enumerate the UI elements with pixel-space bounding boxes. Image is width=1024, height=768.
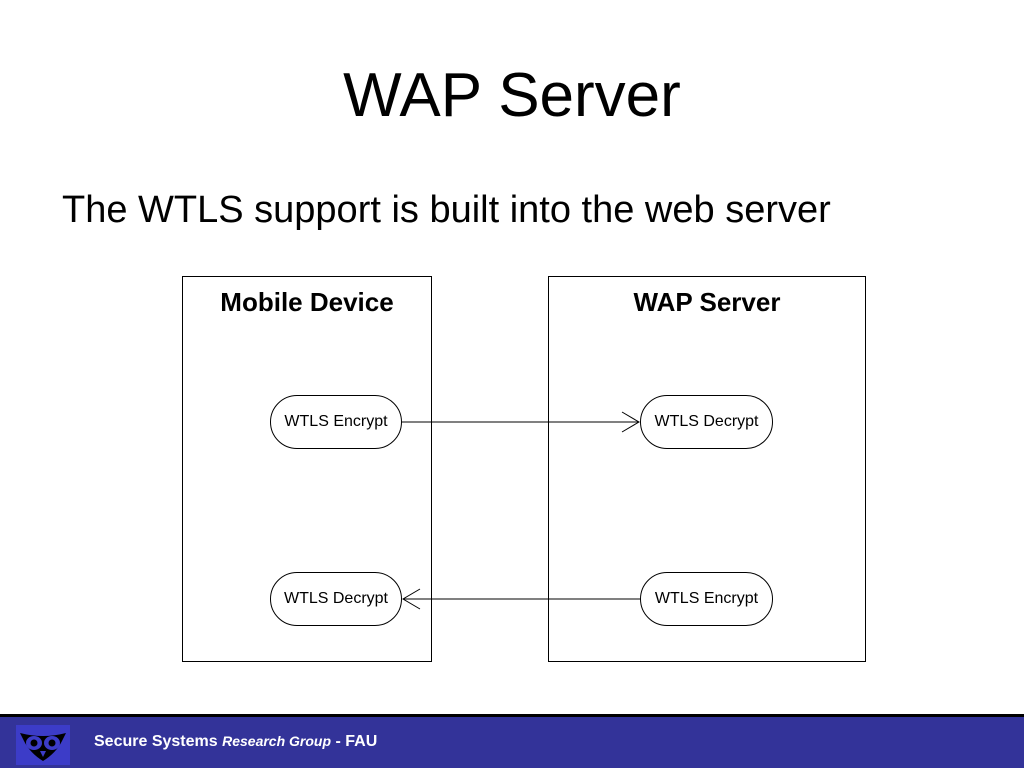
slide-title: WAP Server bbox=[343, 61, 681, 130]
owl-logo-icon bbox=[16, 725, 70, 765]
wap-server-label: WAP Server bbox=[633, 287, 781, 317]
footer-text: Secure Systems Research Group - FAU bbox=[94, 731, 377, 752]
mobile-device-label: Mobile Device bbox=[220, 287, 394, 317]
bullet-text: The WTLS support is built into the web s… bbox=[62, 189, 831, 231]
mobile-wtls-encrypt-node: WTLS Encrypt bbox=[270, 395, 402, 449]
server-wtls-decrypt-node: WTLS Decrypt bbox=[640, 395, 773, 449]
footer-group-subtitle: Research Group bbox=[222, 733, 332, 749]
footer-institution: FAU bbox=[345, 733, 378, 750]
footer-separator: - bbox=[331, 733, 346, 750]
mobile-wtls-decrypt-node: WTLS Decrypt bbox=[270, 572, 402, 626]
footer-group-name: Secure Systems bbox=[94, 733, 218, 750]
footer-bar: Secure Systems Research Group - FAU bbox=[0, 714, 1024, 768]
server-wtls-encrypt-node: WTLS Encrypt bbox=[640, 572, 773, 626]
